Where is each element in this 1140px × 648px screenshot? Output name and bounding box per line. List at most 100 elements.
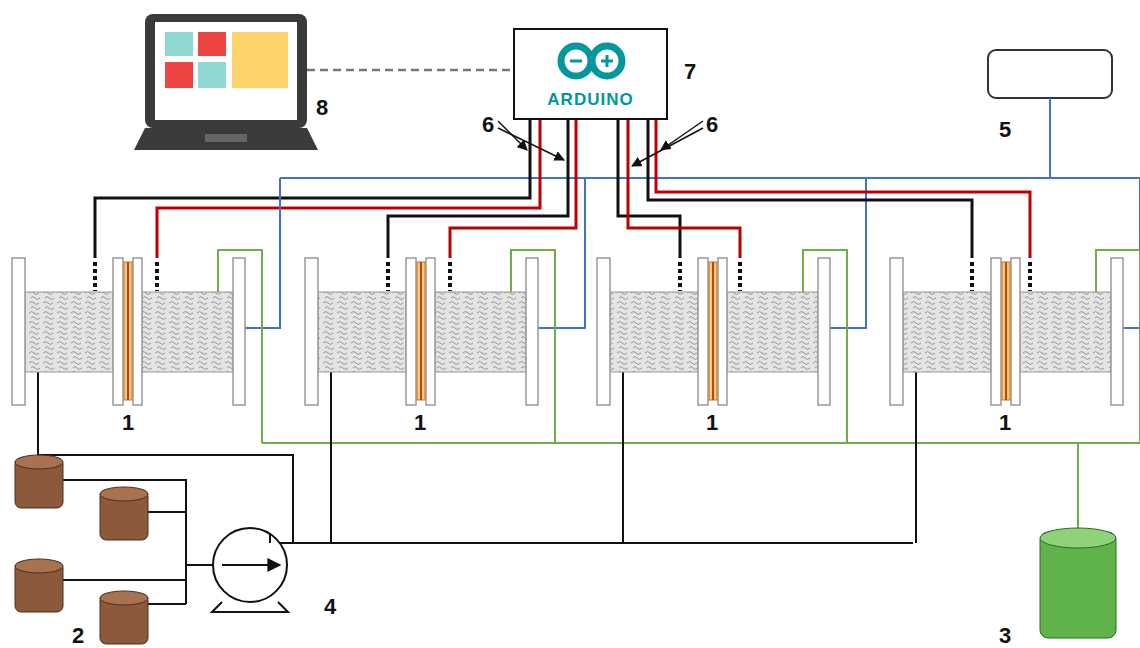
gas-line	[538, 178, 585, 328]
tank-top	[1040, 528, 1116, 548]
tank-top	[100, 487, 148, 501]
feed-tank	[100, 487, 148, 540]
gas-line	[1049, 98, 1051, 178]
callout-number: 1	[122, 412, 134, 434]
electrode-wire	[656, 120, 1030, 258]
end-plate	[526, 258, 538, 405]
separator-plate	[991, 258, 1001, 405]
end-plate	[12, 258, 25, 405]
tank-top	[100, 591, 148, 605]
separator-plate	[1011, 258, 1020, 405]
callout-number: 1	[999, 412, 1011, 434]
electrode-wire	[95, 120, 530, 258]
electrode-terminal	[738, 262, 742, 291]
end-plate	[818, 258, 830, 405]
electrode-terminal	[155, 262, 159, 291]
electrode-wire	[628, 120, 740, 258]
logo-loop	[561, 46, 591, 76]
callout-number: 2	[72, 625, 84, 647]
electrode-wire	[450, 120, 576, 258]
laptop-screen	[155, 22, 297, 120]
feed-line	[148, 511, 186, 513]
callout-number: 8	[316, 97, 328, 119]
reactor	[305, 120, 585, 543]
cathode-chamber	[727, 292, 818, 372]
screen-tile	[165, 62, 193, 88]
membrane	[1002, 262, 1010, 400]
callout-number: 1	[706, 412, 718, 434]
electrode-wire	[157, 120, 540, 258]
membrane	[124, 262, 132, 400]
screen-tile	[165, 32, 193, 56]
feed-line	[38, 372, 293, 543]
cathode-chamber	[1020, 292, 1111, 372]
anode-chamber	[610, 292, 698, 372]
feed-tank	[100, 591, 148, 644]
callout-number: 6	[482, 114, 494, 136]
tank-top	[15, 559, 63, 573]
gas-line	[1123, 178, 1140, 328]
laptop-base	[134, 128, 318, 150]
callout-number: 7	[684, 61, 696, 83]
separator-plate	[426, 258, 435, 405]
electrode-terminal	[1028, 262, 1032, 291]
cathode-chamber	[435, 292, 526, 372]
feed-line	[270, 542, 913, 544]
brand-name: ARDUINO	[547, 90, 633, 110]
pump-base	[212, 602, 288, 612]
leader-arrow	[661, 121, 703, 150]
effluent-tank	[1040, 528, 1116, 638]
end-plate	[597, 258, 610, 405]
callout-number: 6	[706, 114, 718, 136]
separator-plate	[113, 258, 123, 405]
membrane-core	[712, 262, 714, 400]
reactor	[597, 120, 866, 543]
feed-line	[186, 564, 213, 566]
feed-line	[622, 372, 624, 543]
screen-tile	[198, 32, 226, 56]
logo-plus	[606, 55, 609, 67]
separator-plate	[406, 258, 416, 405]
electrode-terminal	[678, 262, 682, 291]
electrode-wire	[648, 120, 972, 258]
reactor	[648, 120, 1140, 543]
feed-line	[63, 579, 186, 581]
pump-outlet	[269, 533, 271, 543]
electrode-terminal	[93, 262, 97, 291]
pump-symbol	[212, 528, 288, 612]
electrode-terminal	[970, 262, 974, 291]
anode-chamber	[318, 292, 406, 372]
membrane	[709, 262, 717, 400]
end-plate	[305, 258, 318, 405]
effluent-line	[262, 442, 1140, 444]
logo-loop	[592, 46, 622, 76]
separator-plate	[718, 258, 727, 405]
gas-line	[280, 177, 1140, 179]
callout-number: 3	[999, 625, 1011, 647]
membrane-core	[1005, 262, 1007, 400]
callout-number: 4	[324, 596, 336, 618]
arduino-logo	[515, 30, 666, 90]
tank-top	[15, 455, 63, 469]
membrane-core	[127, 262, 129, 400]
feed-tank	[15, 559, 63, 612]
leader-arrow	[498, 128, 564, 160]
cathode-chamber	[142, 292, 233, 372]
electrode-wire	[388, 120, 568, 258]
electrode-terminal	[386, 262, 390, 291]
anode-chamber	[25, 292, 113, 372]
membrane	[417, 262, 425, 400]
membrane-core	[420, 262, 422, 400]
screen-tile	[232, 32, 288, 88]
callout-number: 1	[414, 412, 426, 434]
effluent-line	[1077, 443, 1079, 532]
separator-plate	[133, 258, 142, 405]
feed-tank	[15, 455, 63, 508]
screen-tile	[198, 62, 226, 88]
electrode-terminal	[448, 262, 452, 291]
feed-line	[63, 480, 186, 604]
end-plate	[233, 258, 245, 405]
feed-line	[148, 603, 186, 605]
feed-line	[330, 372, 332, 543]
